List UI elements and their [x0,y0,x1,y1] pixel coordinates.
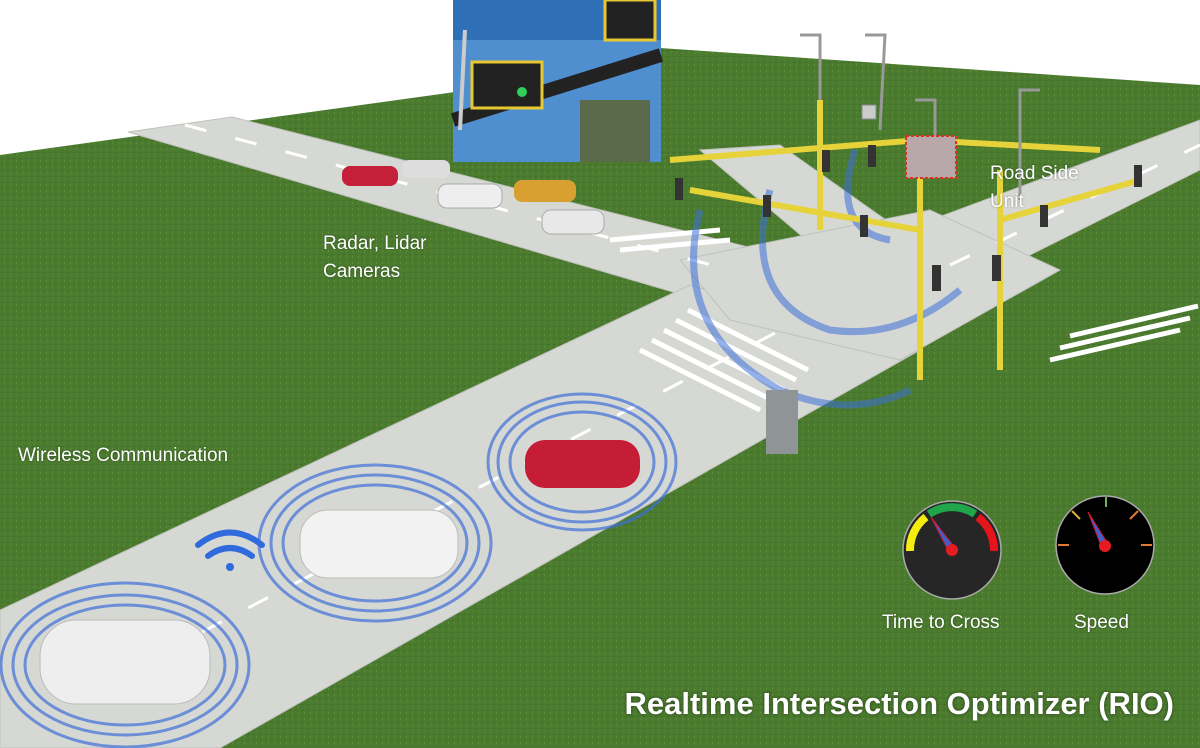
wireless-communication-label: Wireless Communication [18,445,229,466]
car-icon [39,440,640,705]
time-gauge-icon [902,500,1002,600]
car-icon [342,160,605,235]
roads [0,116,1200,748]
cameras-label: Cameras [323,261,401,282]
sensor-box [861,104,877,120]
road-side-unit-icon [905,135,957,179]
road-side-unit-label-line2: Unit [990,191,1024,212]
speed-label: Speed [1074,612,1129,633]
traffic-light-icon [675,145,1142,291]
time-to-cross-label: Time to Cross [882,612,1000,633]
vehicle-signal-rings [0,392,678,748]
roadside-cabinet [766,390,798,454]
speed-gauge-icon [1055,495,1155,595]
traffic-camera-photo [450,0,664,162]
radar-lidar-label: Radar, Lidar [323,233,427,254]
diagram-title: Realtime Intersection Optimizer (RIO) [624,686,1175,721]
wifi-icon [195,529,265,571]
road-side-unit-label-line1: Road Side [990,163,1079,184]
